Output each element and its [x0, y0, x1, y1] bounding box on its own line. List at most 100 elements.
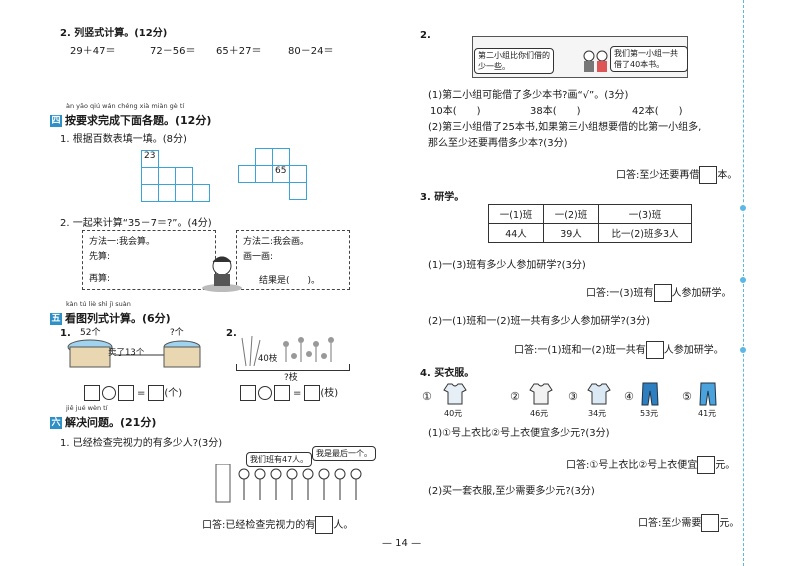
table-cell: 44人	[488, 223, 544, 243]
r-q4-a1-box[interactable]	[697, 456, 716, 474]
q2-title: 2. 列竖式计算。(12分)	[60, 28, 168, 39]
sec4-pinyin: àn yāo qiú wán chéng xià miàn gè tí	[66, 102, 185, 110]
clothes-num: ⑤	[682, 390, 692, 403]
method1-first: 先算:	[89, 252, 111, 262]
s5q2-ask: ?枝	[284, 373, 298, 383]
shirt-icon	[443, 383, 467, 405]
r-q4-a2-box[interactable]	[701, 514, 720, 532]
s6q1-text: 1. 已经检查完视力的有多少人?(3分)	[60, 438, 223, 449]
table-cell: 39人	[543, 223, 599, 243]
calc-4: 80－24＝	[288, 46, 334, 57]
s6q1-bubble-1: 我们班有47人。	[246, 452, 313, 467]
clothes-num: ③	[568, 390, 578, 403]
grid-a-cell[interactable]	[175, 167, 193, 185]
queue-illustration	[215, 464, 362, 503]
s4q1-text: 1. 根据百数表填一填。(8分)	[60, 134, 187, 145]
eq2-unit: (枝)	[320, 388, 339, 399]
r-q2-kids-icon	[583, 50, 608, 72]
method2-draw: 画一画:	[243, 252, 274, 262]
grid-a-cell[interactable]	[175, 184, 193, 202]
baskets-illustration	[67, 339, 201, 368]
clothes-price: 34元	[588, 409, 607, 418]
clothes-item-3: ③ 34元	[568, 382, 634, 418]
r-q4-a2a: 口答:至少需要	[638, 518, 702, 529]
clothes-price: 53元	[640, 409, 659, 418]
grid-b-number: 65	[275, 166, 287, 176]
clothes-price: 40元	[444, 409, 463, 418]
clothes-item-2: ② 46元	[510, 382, 576, 418]
binding-hole	[739, 204, 747, 212]
sec5-badge: 五	[50, 313, 62, 325]
r-q2-answer-box[interactable]	[699, 166, 718, 184]
grid-a-cell[interactable]	[141, 184, 159, 202]
r-q2-answer-b: 本。	[717, 170, 738, 181]
s6q1-answer-box[interactable]	[315, 516, 334, 534]
table-row: 44人 39人 比一(2)班多3人	[488, 223, 692, 243]
r-q4-a1a: 口答:①号上衣比②号上衣便宜	[566, 460, 698, 471]
sec4-badge: 四	[50, 115, 62, 127]
clothes-item-5: ⑤ 41元	[682, 382, 732, 418]
pants-icon	[699, 382, 717, 406]
grid-b-cell[interactable]	[289, 182, 307, 200]
eq1-unit: (个)	[164, 388, 183, 399]
method-box-1: 方法一:我会算。 先算: 再算:	[82, 230, 216, 290]
s5q2-num: 2.	[226, 328, 237, 339]
s6q1-answer-a: 口答:已经检查完视力的有	[202, 520, 316, 531]
shirt-icon	[587, 383, 611, 405]
grid-a-cell[interactable]	[141, 167, 159, 185]
eq1-box-3[interactable]	[148, 385, 165, 401]
eq1-op-circle[interactable]	[102, 386, 116, 400]
clothes-item-1: ① 40元	[422, 382, 488, 418]
grid-b-cell[interactable]	[238, 165, 256, 183]
flowers-illustration	[241, 335, 334, 367]
grid-a-number: 23	[144, 151, 156, 161]
sec4-heading: 四按要求完成下面各题。(12分)	[50, 112, 211, 128]
s5q2-equation: =(枝)	[240, 384, 338, 401]
r-q3-a2b: 人参加研学。	[663, 345, 724, 356]
eq2-box-3[interactable]	[304, 385, 321, 401]
grid-b-cell[interactable]	[272, 148, 290, 166]
r-q2-num: 2.	[420, 30, 431, 41]
calc-2: 72－56＝	[150, 46, 196, 57]
s6q1-answer-b: 人。	[333, 520, 354, 531]
r-q3-a1-box[interactable]	[653, 284, 672, 302]
eq2-box-1[interactable]	[240, 385, 256, 401]
table-head-cell: 一(2)班	[543, 204, 599, 224]
eq2-box-2[interactable]	[274, 385, 290, 401]
r-q3-title: 3. 研学。	[420, 192, 465, 203]
r-q2-opt-2[interactable]: 38本( )	[530, 106, 581, 117]
grid-a-cell[interactable]	[158, 167, 176, 185]
r-q3-a2a: 口答:一(1)班和一(2)班一共有	[514, 345, 646, 356]
sec6-heading: 六解决问题。(21分)	[50, 414, 156, 430]
eq1-box-2[interactable]	[118, 385, 134, 401]
grid-b-cell[interactable]	[255, 165, 273, 183]
s5q2-bracket	[236, 364, 350, 371]
r-q3-a1b: 人参加研学。	[671, 288, 732, 299]
table-cell: 比一(2)班多3人	[598, 223, 692, 243]
r-q4-title: 4. 买衣服。	[420, 368, 475, 379]
grid-b-cell-65: 65	[272, 165, 290, 183]
r-q3-a1: 口答:一(3)班有 人参加研学。	[586, 284, 732, 302]
r-q2-p1: (1)第二小组可能借了多少本书?画“√”。(3分)	[428, 90, 629, 101]
method2-title: 方法二:我会画。	[243, 237, 310, 247]
grid-b-cell[interactable]	[255, 148, 273, 166]
grid-a-cell[interactable]	[158, 184, 176, 202]
r-q3-p1: (1)一(3)班有多少人参加研学?(3分)	[428, 260, 586, 271]
r-q4-p2: (2)买一套衣服,至少需要多少元?(3分)	[428, 486, 595, 497]
s5q1-count: 52个	[80, 328, 101, 338]
eq1-box-1[interactable]	[84, 385, 100, 401]
shirt-icon	[529, 383, 553, 405]
eq2-op-circle[interactable]	[258, 386, 272, 400]
grid-a-cell[interactable]	[192, 184, 210, 202]
sec5-heading: 五看图列式计算。(6分)	[50, 310, 171, 326]
r-q3-a1a: 口答:一(3)班有	[586, 288, 654, 299]
r-q2-opt-1[interactable]: 10本( )	[430, 106, 481, 117]
clothes-num: ④	[624, 390, 634, 403]
grid-b-cell[interactable]	[289, 165, 307, 183]
r-q2-opt-3[interactable]: 42本( )	[632, 106, 683, 117]
boy-illustration	[202, 256, 242, 292]
r-q3-a2-box[interactable]	[645, 341, 664, 359]
table-head-cell: 一(1)班	[488, 204, 544, 224]
r-q3-table: 一(1)班 一(2)班 一(3)班 44人 39人 比一(2)班多3人	[488, 204, 692, 243]
sec6-pinyin: jiě jué wèn tí	[66, 404, 108, 412]
